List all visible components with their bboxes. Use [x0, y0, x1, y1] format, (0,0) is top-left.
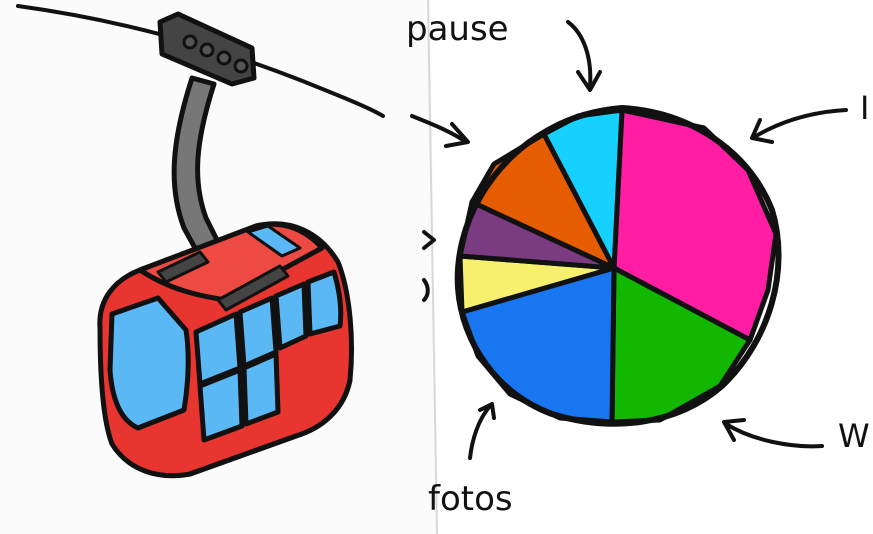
label-bottom-right: W: [838, 417, 870, 455]
arrow-from-fotos: [468, 404, 492, 460]
pie-segment-magenta: [611, 107, 779, 343]
paper-fold-line: [427, 0, 438, 534]
window-front-3: [273, 281, 309, 351]
label-fotos: fotos: [428, 479, 513, 519]
pie-outline: [454, 105, 782, 427]
arrow-left-edge-head: [444, 122, 470, 148]
arrow-from-pause: [566, 20, 593, 88]
window-lower-2: [241, 351, 281, 427]
pie-drawing: [454, 105, 782, 427]
arrow-from-bottom-right-head: [722, 418, 746, 442]
arrow-from-pause-head: [576, 70, 602, 92]
gondola-bottom-trim: [187, 377, 353, 477]
gondola-drawing: [97, 11, 354, 479]
roof-skylight: [246, 224, 302, 258]
label-top-right: I: [860, 89, 870, 127]
arrow-from-bottom-right: [724, 422, 824, 449]
roof-vent-rear: [216, 264, 290, 312]
label-pause: pause: [406, 9, 509, 49]
left-edge-mark: [422, 230, 436, 250]
annotation-arrows: [410, 20, 848, 460]
window-lower-1: [197, 367, 245, 443]
window-front-4: [305, 269, 344, 337]
arrow-from-fotos-head: [478, 402, 496, 420]
roof-vent-front: [156, 250, 210, 284]
arrow-left-edge: [410, 114, 468, 144]
arrow-from-top-right-head: [750, 118, 774, 144]
window-left: [107, 295, 191, 431]
arrow-from-top-right: [754, 108, 848, 138]
left-edge-mark-2: [422, 278, 430, 302]
